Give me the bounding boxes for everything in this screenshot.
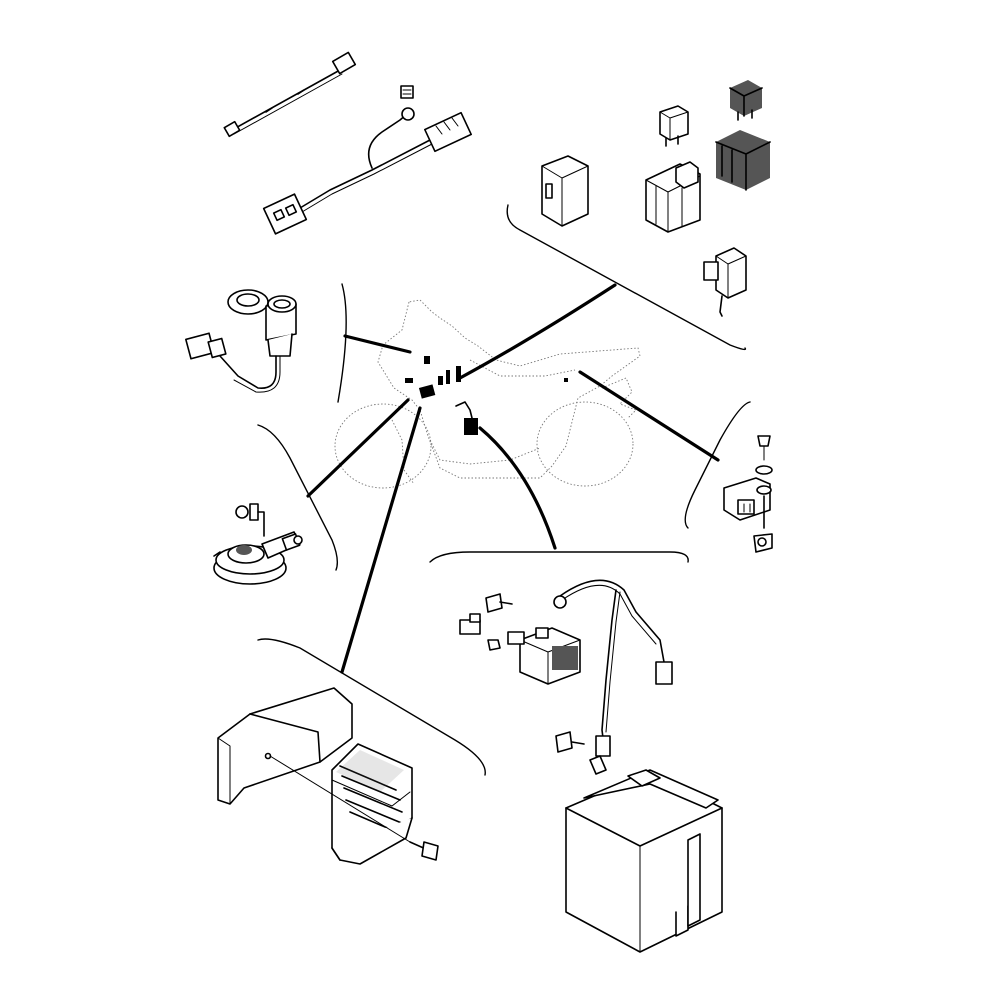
group-brackets [257,204,751,776]
horn [213,503,303,585]
wire-harness-short [223,51,357,138]
leader-lines [306,283,720,674]
battery [565,755,723,953]
motorcycle-silhouette [334,299,641,489]
socket-12v [185,289,297,393]
relay-group [541,80,771,317]
wire-harness-connector [262,85,472,235]
starter-relay-cable [459,579,673,757]
sensor-bracket [723,435,773,553]
rectifier-regulator [217,687,439,865]
